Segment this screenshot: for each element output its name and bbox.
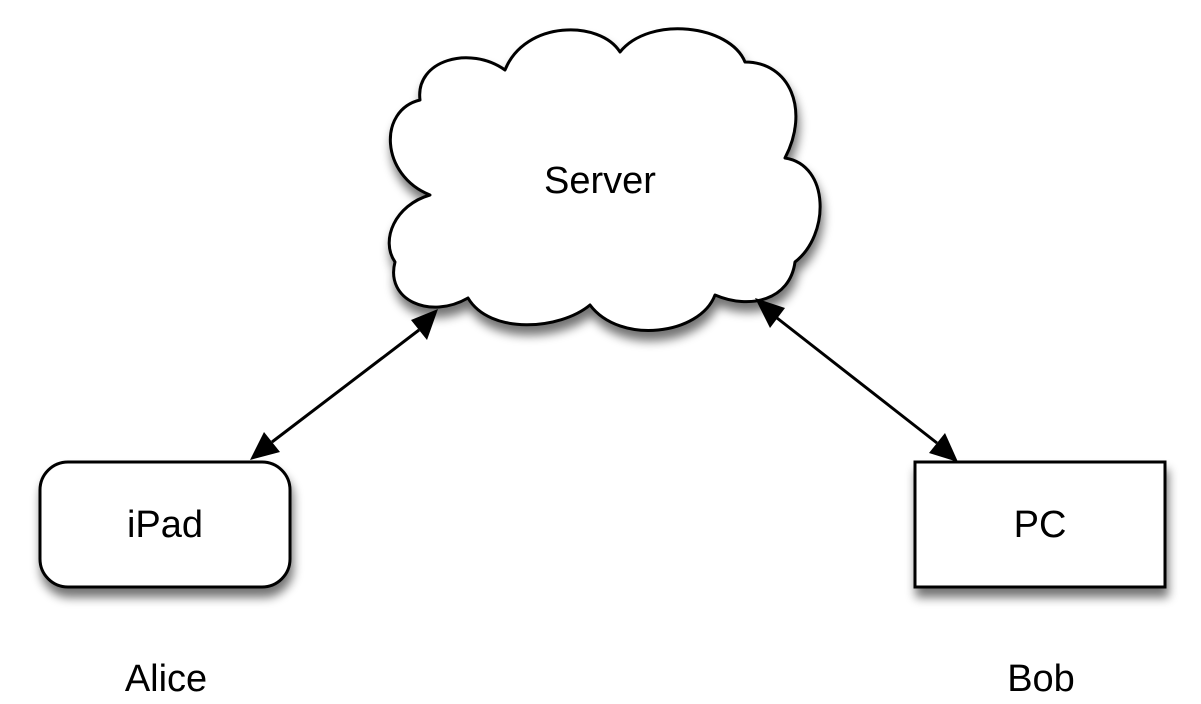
user-label-bob: Bob	[1007, 658, 1075, 700]
edge-ipad-server	[250, 309, 438, 460]
ipad-label: iPad	[127, 504, 203, 546]
pc-label: PC	[1014, 504, 1067, 546]
pc-node: PC	[913, 460, 1167, 589]
arrowhead-icon	[250, 432, 280, 460]
connector-line	[776, 316, 938, 445]
arrowhead-icon	[411, 309, 438, 340]
pc-box	[913, 460, 1167, 589]
cloud-shape	[387, 27, 822, 332]
edge-pc-server	[755, 298, 958, 462]
ipad-box	[38, 460, 292, 589]
server-cloud-node: Server	[387, 27, 822, 332]
arrowhead-icon	[755, 298, 785, 328]
arrowhead-icon	[929, 433, 958, 462]
connector-line	[271, 328, 420, 444]
user-label-alice: Alice	[124, 658, 208, 700]
ipad-node: iPad	[38, 460, 292, 589]
server-label: Server	[544, 160, 656, 202]
